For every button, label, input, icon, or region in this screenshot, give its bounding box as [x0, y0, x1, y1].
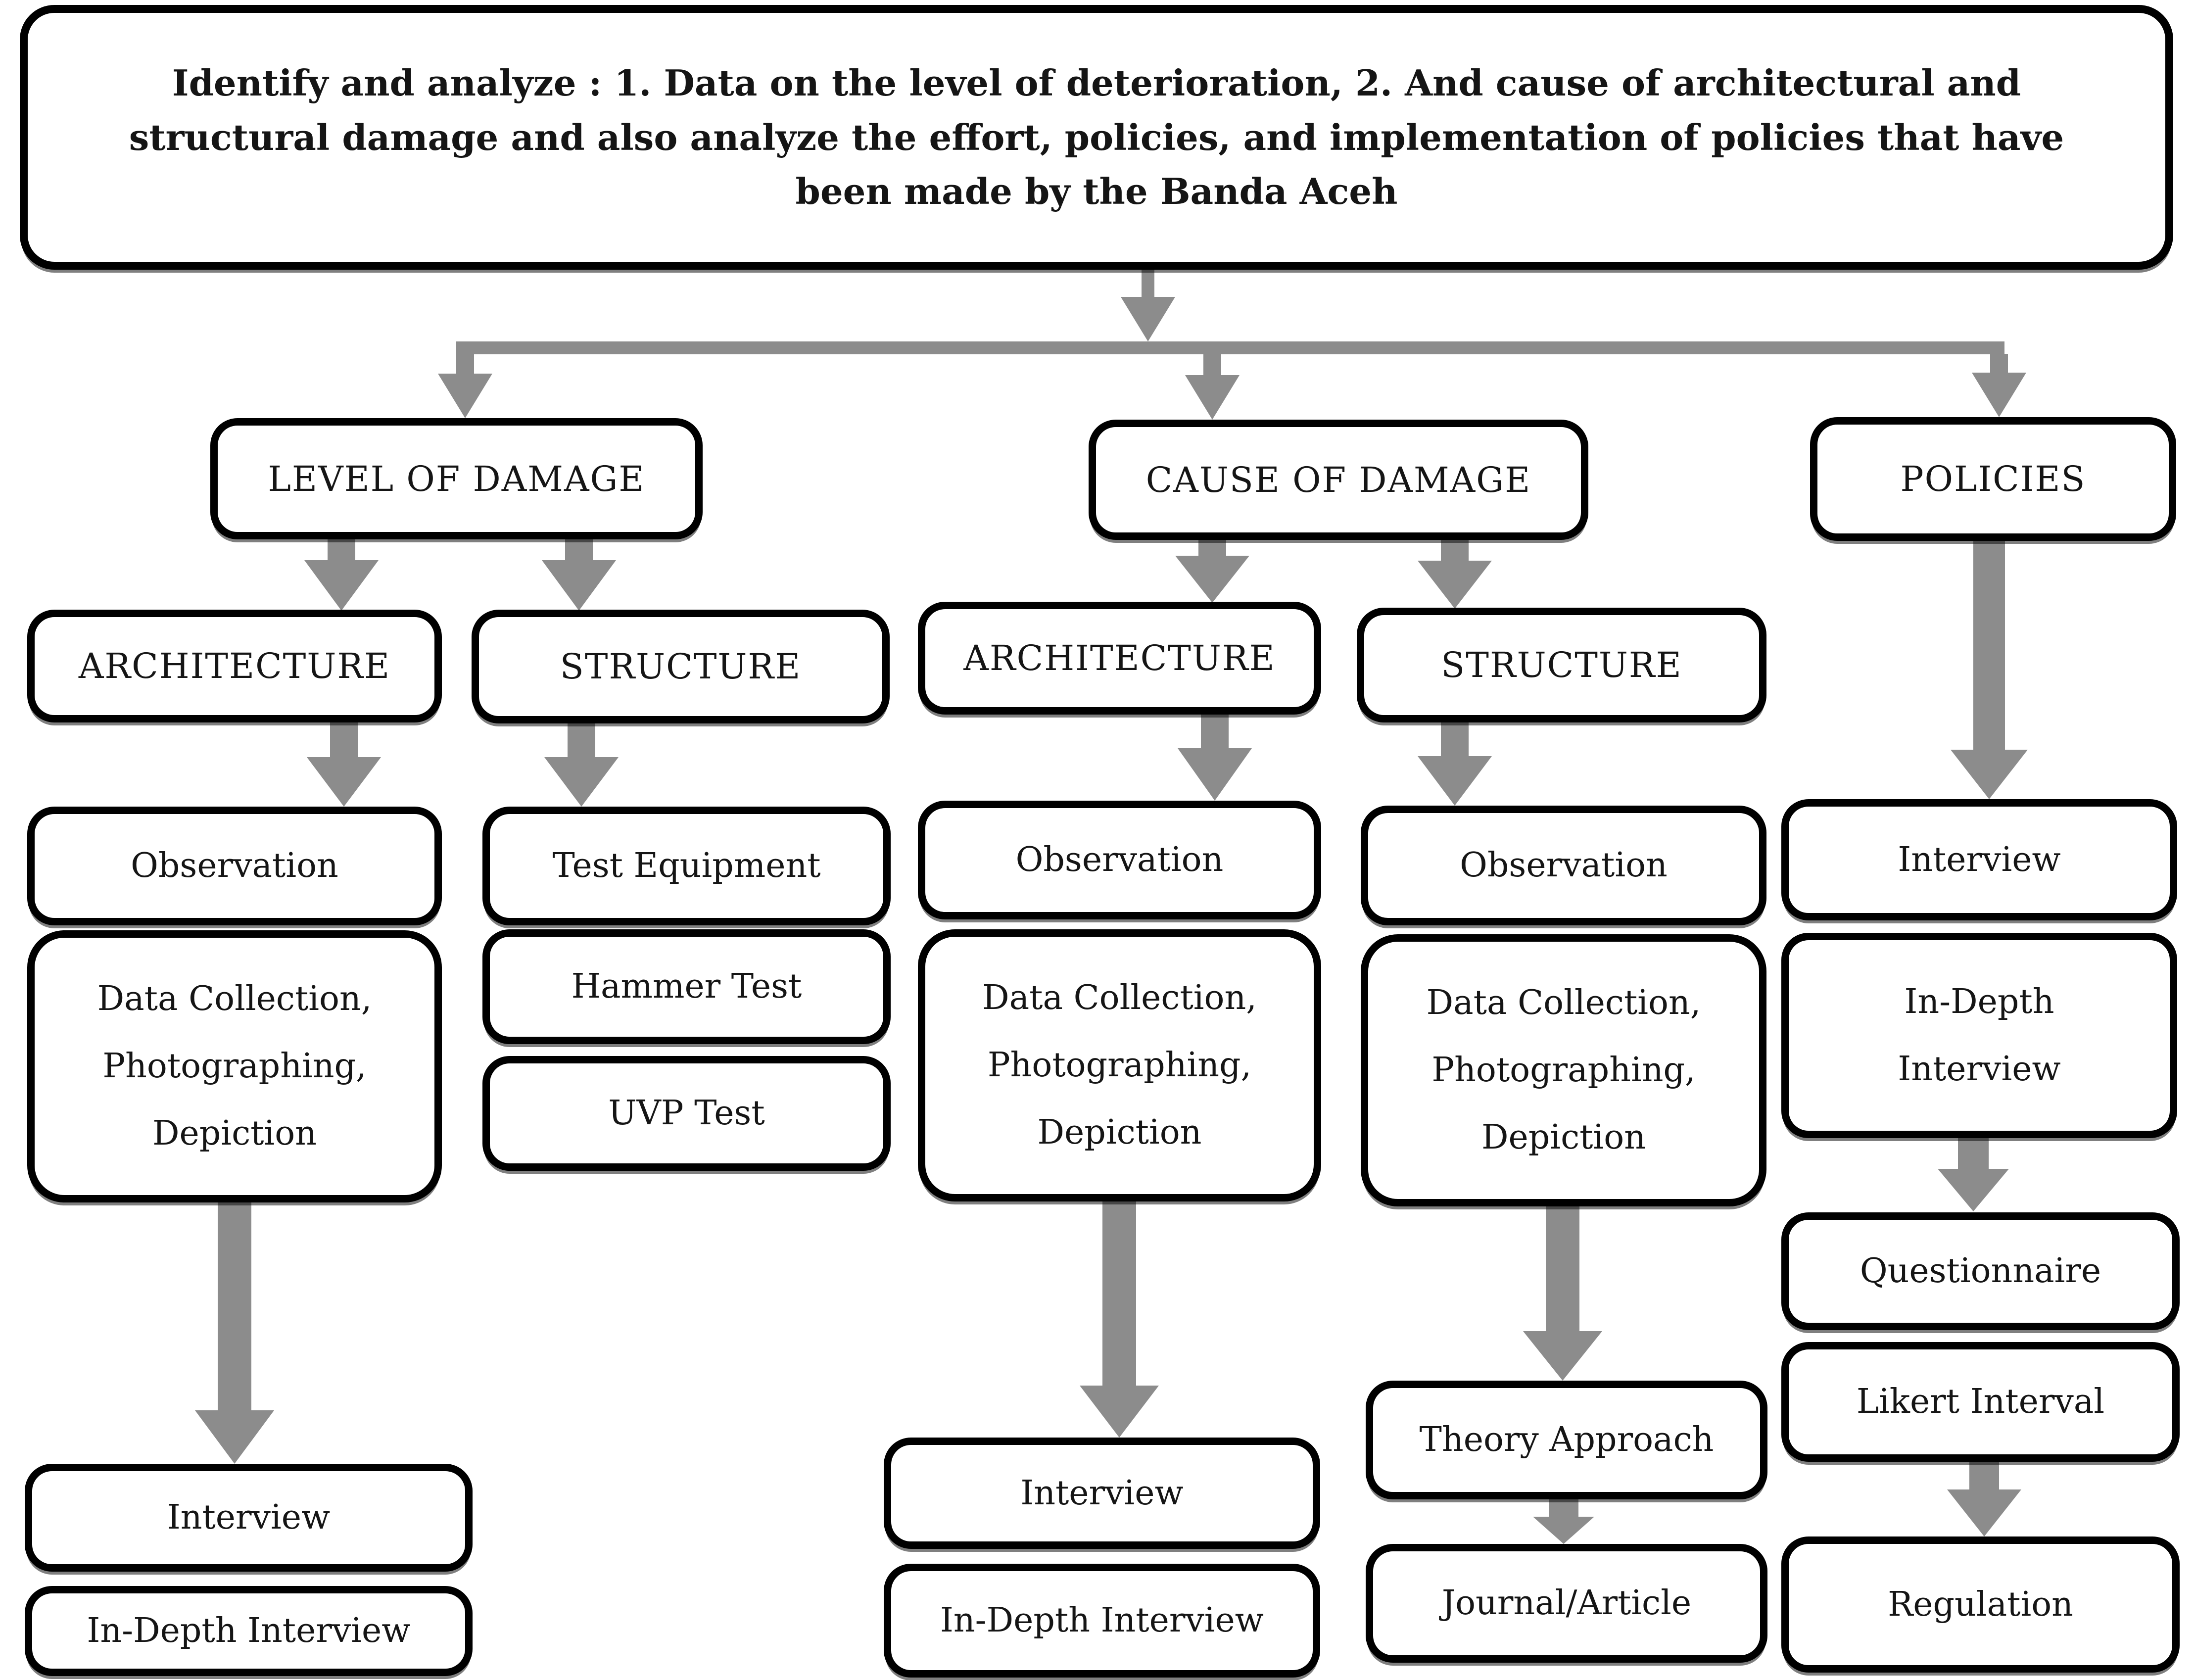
connector-drop-level-stem: [456, 354, 474, 374]
node-cod-architecture: ARCHITECTURE: [918, 602, 1321, 715]
connector-objective-stem: [1142, 270, 1154, 298]
connector-struct2-testeq-stem: [568, 723, 595, 757]
connector-arch1-observation-arrowhead: [307, 757, 381, 807]
connector-cod-arch-arrowhead: [1175, 556, 1249, 603]
connector-struct4-observation-stem: [1441, 722, 1469, 756]
node-label: Observation: [1460, 846, 1668, 885]
node-cod-arch-data-collection: Data Collection, Photographing, Depictio…: [918, 929, 1321, 1201]
node-policies-in-depth-interview: In-Depth Interview: [1781, 933, 2177, 1138]
node-lod-architecture: ARCHITECTURE: [27, 610, 442, 722]
node-label: Interview: [167, 1498, 331, 1537]
connector-arch3-observation-stem: [1201, 715, 1229, 748]
objective-line-1: Identify and analyze : 1. Data on the le…: [172, 62, 2021, 104]
node-label: Test Equipment: [552, 846, 821, 885]
node-lod-struct-test-equipment: Test Equipment: [482, 807, 891, 925]
node-label: Data Collection, Photographing, Depictio…: [97, 979, 372, 1153]
connector-dc3-interview-stem: [1102, 1201, 1136, 1386]
node-lod-struct-hammer-test: Hammer Test: [482, 929, 891, 1044]
node-label: STRUCTURE: [560, 646, 802, 687]
node-label: CAUSE OF DAMAGE: [1145, 459, 1531, 500]
connector-lod-struct-arrowhead: [542, 560, 616, 611]
node-objective: Identify and analyze : 1. Data on the le…: [20, 5, 2173, 270]
connector-lod-struct-stem: [565, 539, 593, 560]
node-lod-structure: STRUCTURE: [472, 610, 890, 723]
node-label: Observation: [1015, 840, 1224, 879]
connector-likert-regulation-arrowhead: [1947, 1489, 2021, 1536]
node-cod-struct-journal-article: Journal/Article: [1366, 1544, 1767, 1663]
node-lod-arch-data-collection: Data Collection, Photographing, Depictio…: [27, 930, 442, 1202]
connector-objective-arrowhead: [1121, 297, 1175, 341]
connector-dc4-theory-stem: [1546, 1206, 1579, 1331]
node-label: Data Collection, Photographing, Depictio…: [982, 978, 1257, 1152]
objective-line-2: structural damage and also analyze the e…: [129, 116, 2064, 158]
objective-line-3: been made by the Banda Aceh: [795, 170, 1398, 213]
node-cod-arch-observation: Observation: [918, 801, 1321, 919]
connector-drop-cause-stem: [1203, 354, 1221, 375]
objective-text: Identify and analyze : 1. Data on the le…: [129, 56, 2064, 218]
node-level-of-damage: LEVEL OF DAMAGE: [210, 418, 703, 539]
node-policies-questionnaire: Questionnaire: [1781, 1212, 2180, 1330]
node-label: Journal/Article: [1441, 1584, 1692, 1623]
node-label: UVP Test: [608, 1094, 765, 1133]
node-label: STRUCTURE: [1441, 645, 1682, 685]
node-label: ARCHITECTURE: [78, 646, 391, 686]
connector-cod-arch-stem: [1198, 540, 1226, 556]
node-label: ARCHITECTURE: [963, 638, 1276, 678]
connector-theory-journal-stem: [1549, 1499, 1578, 1517]
node-policies-regulation: Regulation: [1781, 1536, 2180, 1673]
node-label: Data Collection, Photographing, Depictio…: [1426, 983, 1701, 1157]
node-cod-struct-theory-approach: Theory Approach: [1366, 1381, 1767, 1499]
node-label: Likert Interval: [1856, 1382, 2105, 1421]
node-cod-arch-interview: Interview: [884, 1438, 1320, 1549]
node-cause-of-damage: CAUSE OF DAMAGE: [1089, 420, 1588, 540]
connector-dc1-interview-stem: [218, 1202, 251, 1410]
node-label: In-Depth Interview: [940, 1601, 1264, 1640]
connector-drop-policies-stem: [1990, 354, 2008, 373]
connector-policies-interview-stem: [1973, 541, 2005, 750]
node-lod-struct-uvp-test: UVP Test: [482, 1056, 891, 1171]
connector-indepth-questionnaire-stem: [1958, 1138, 1989, 1169]
node-label: Regulation: [1888, 1584, 2073, 1624]
node-label: In-Depth Interview: [1898, 982, 2061, 1089]
connector-dc3-interview-arrowhead: [1080, 1386, 1159, 1438]
node-label: Interview: [1898, 840, 2061, 879]
node-cod-struct-observation: Observation: [1361, 806, 1766, 925]
connector-likert-regulation-stem: [1969, 1462, 1999, 1489]
node-label: Questionnaire: [1860, 1251, 2101, 1291]
connector-dc4-theory-arrowhead: [1523, 1331, 1602, 1381]
connector-indepth-questionnaire-arrowhead: [1938, 1169, 2009, 1211]
connector-cod-struct-arrowhead: [1418, 561, 1492, 609]
node-label: POLICIES: [1900, 459, 2086, 499]
connector-arch3-observation-arrowhead: [1178, 748, 1252, 801]
node-cod-arch-in-depth-interview: In-Depth Interview: [884, 1564, 1320, 1678]
node-label: Theory Approach: [1419, 1420, 1714, 1459]
connector-cod-struct-stem: [1441, 540, 1469, 561]
connector-lod-arch-arrowhead: [304, 560, 379, 611]
connector-arch1-observation-stem: [330, 722, 358, 757]
connector-drop-policies-arrowhead: [1972, 373, 2026, 417]
distribution-bar: [456, 341, 2004, 354]
node-policies-likert-interval: Likert Interval: [1781, 1342, 2180, 1462]
connector-lod-arch-stem: [328, 539, 355, 560]
node-label: LEVEL OF DAMAGE: [268, 458, 645, 499]
node-label: Interview: [1020, 1473, 1184, 1513]
node-policies-interview: Interview: [1781, 799, 2177, 920]
node-label: In-Depth Interview: [87, 1611, 411, 1650]
node-label: Hammer Test: [571, 967, 802, 1006]
node-policies: POLICIES: [1810, 417, 2176, 541]
node-lod-arch-observation: Observation: [27, 807, 442, 925]
connector-struct4-observation-arrowhead: [1418, 756, 1492, 806]
node-label: Observation: [131, 846, 338, 885]
node-lod-arch-interview: Interview: [25, 1464, 473, 1572]
connector-drop-level-arrowhead: [438, 374, 492, 418]
connector-dc1-interview-arrowhead: [195, 1410, 274, 1464]
connector-theory-journal-arrowhead: [1533, 1517, 1594, 1544]
node-cod-struct-data-collection: Data Collection, Photographing, Depictio…: [1361, 934, 1766, 1206]
connector-policies-interview-arrowhead: [1951, 750, 2028, 799]
node-lod-arch-in-depth-interview: In-Depth Interview: [25, 1586, 473, 1676]
node-cod-structure: STRUCTURE: [1357, 608, 1766, 722]
connector-struct2-testeq-arrowhead: [544, 757, 619, 807]
connector-drop-cause-arrowhead: [1185, 375, 1240, 420]
